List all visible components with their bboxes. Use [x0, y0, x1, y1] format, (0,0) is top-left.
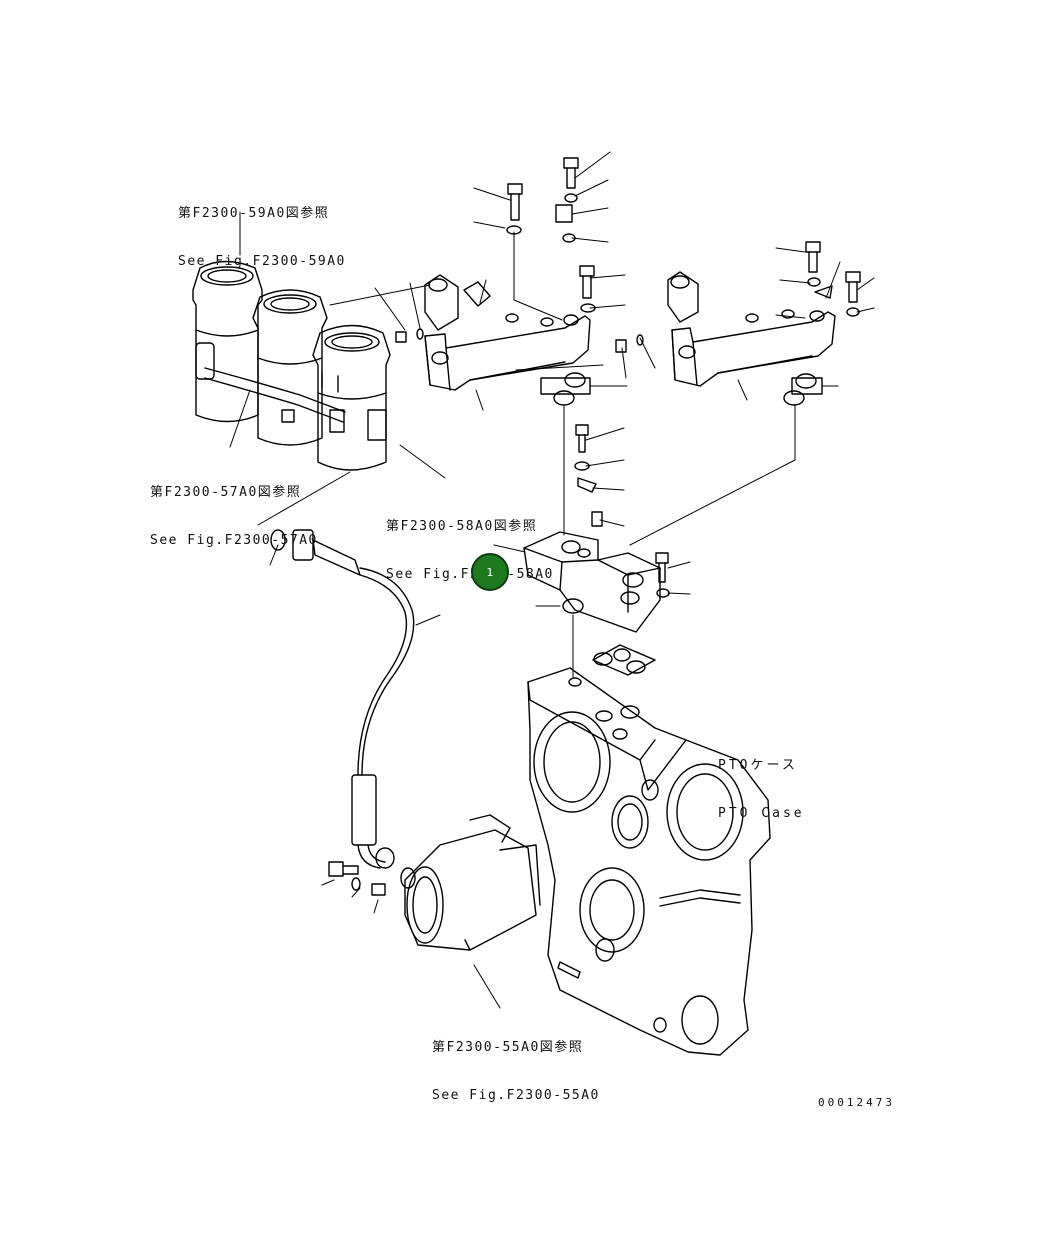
filter-bracket-right — [667, 271, 836, 387]
fasteners-upper — [395, 157, 861, 353]
reference-label-fig55: 第F2300-55A0図参照 See Fig.F2300-55A0 — [432, 1008, 600, 1120]
reference-label-en: See Fig.F2300-57A0 — [150, 533, 318, 548]
pto-case-label-jp: PTOケース — [718, 758, 798, 773]
pto-case-label-en: PTO Case — [718, 806, 805, 821]
filter-bracket-left — [424, 274, 591, 391]
reference-label-en: See Fig.F2300-55A0 — [432, 1088, 600, 1103]
case-gasket — [592, 644, 656, 676]
hose-assembly — [270, 529, 416, 896]
reference-label-fig59: 第F2300-59A0図参照 See Fig.F2300-59A0 — [178, 174, 346, 286]
figure-number: 00012473 — [818, 1096, 895, 1109]
part-callout-number: 1 — [486, 565, 494, 579]
filter-housing-assembly — [192, 260, 391, 471]
gaskets — [540, 372, 823, 406]
hydraulic-pump — [404, 814, 541, 951]
leader-lines — [229, 151, 875, 1009]
reference-label-jp: 第F2300-59A0図参照 — [178, 206, 330, 221]
reference-label-en: See Fig.F2300-58A0 — [386, 567, 554, 582]
part-callout-1[interactable]: 1 — [471, 553, 509, 591]
reference-label-jp: 第F2300-55A0図参照 — [432, 1040, 584, 1055]
reference-label-fig58: 第F2300-58A0図参照 See Fig.F2300-58A0 — [386, 487, 554, 599]
reference-label-jp: 第F2300-58A0図参照 — [386, 519, 538, 534]
pto-case — [527, 667, 771, 1056]
reference-label-jp: 第F2300-57A0図参照 — [150, 485, 302, 500]
reference-label-en: See Fig.F2300-59A0 — [178, 254, 346, 269]
reference-label-fig57: 第F2300-57A0図参照 See Fig.F2300-57A0 — [150, 453, 318, 565]
pto-case-label: PTOケース PTO Case — [718, 726, 805, 838]
